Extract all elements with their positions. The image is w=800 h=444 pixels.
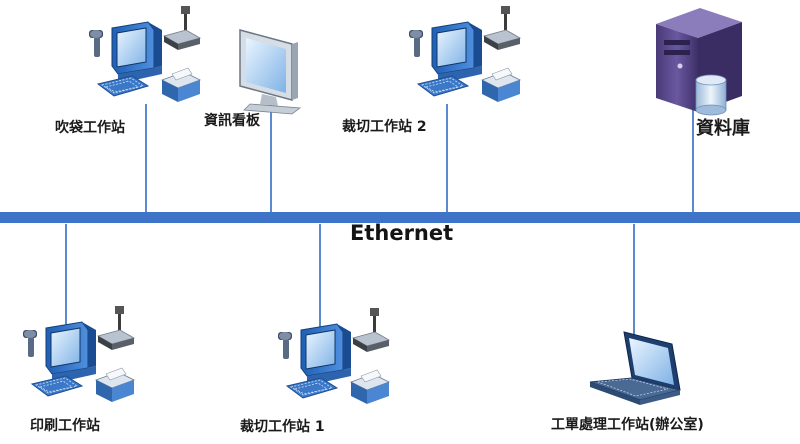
database-label: 資料庫 — [696, 118, 750, 139]
monitor-icon — [239, 29, 302, 115]
office-station-label: 工單處理工作站(辦公室) — [551, 417, 704, 433]
laptop-icon — [589, 331, 681, 405]
workstation-cut1-icon — [277, 307, 390, 405]
info-board-label: 資訊看板 — [204, 113, 260, 129]
workstation-print-icon — [22, 305, 135, 403]
workstation-cut2-icon — [408, 5, 521, 103]
server-icon — [656, 8, 742, 116]
cut-station-1-label: 裁切工作站 1 — [240, 419, 325, 435]
connection-lines — [65, 104, 694, 340]
print-station-label: 印刷工作站 — [30, 418, 100, 434]
cut-station-2-label: 裁切工作站 2 — [342, 119, 427, 135]
database-cylinder-icon — [695, 74, 727, 116]
ethernet-label: Ethernet — [350, 221, 454, 245]
ethernet-bus — [0, 212, 800, 223]
bag-station-label: 吹袋工作站 — [55, 120, 125, 136]
workstation-bag-icon — [88, 5, 201, 103]
